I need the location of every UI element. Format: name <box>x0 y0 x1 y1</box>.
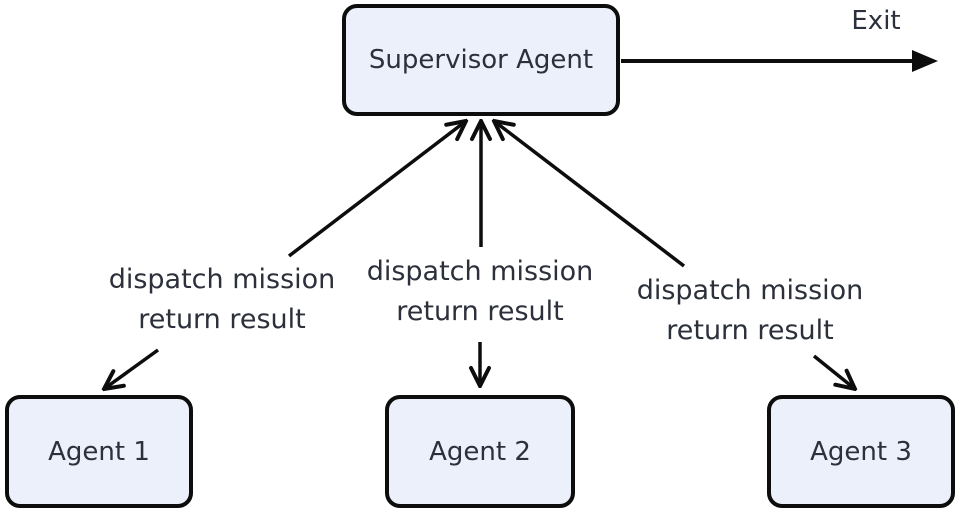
node-agent-1-label: Agent 1 <box>48 436 150 467</box>
node-agent-2: Agent 2 <box>385 395 575 508</box>
node-agent-3: Agent 3 <box>767 395 955 508</box>
node-supervisor-agent: Supervisor Agent <box>342 4 620 116</box>
edge-label-agent1-line2: return result <box>138 304 306 335</box>
edge-agent3-to-supervisor <box>494 121 686 268</box>
edge-label-agent3-line1: dispatch mission <box>636 275 864 306</box>
edge-supervisor-to-agent1 <box>104 348 160 389</box>
edge-label-agent3-line2: return result <box>666 315 834 346</box>
node-agent-1: Agent 1 <box>5 395 193 508</box>
node-agent-3-label: Agent 3 <box>810 436 912 467</box>
edge-agent1-to-supervisor <box>287 121 466 258</box>
edge-label-agent1: dispatch mission return result <box>109 260 336 340</box>
edge-label-agent1-line1: dispatch mission <box>108 264 336 295</box>
edge-label-agent3: dispatch mission return result <box>637 271 864 351</box>
edge-label-agent2-line2: return result <box>396 296 564 327</box>
node-supervisor-agent-label: Supervisor Agent <box>368 45 594 75</box>
node-agent-2-label: Agent 2 <box>429 436 531 467</box>
edge-supervisor-to-agent3 <box>812 354 855 389</box>
edge-label-agent2: dispatch mission return result <box>367 252 594 332</box>
exit-label: Exit <box>851 6 901 36</box>
edge-label-agent2-line1: dispatch mission <box>366 256 594 287</box>
